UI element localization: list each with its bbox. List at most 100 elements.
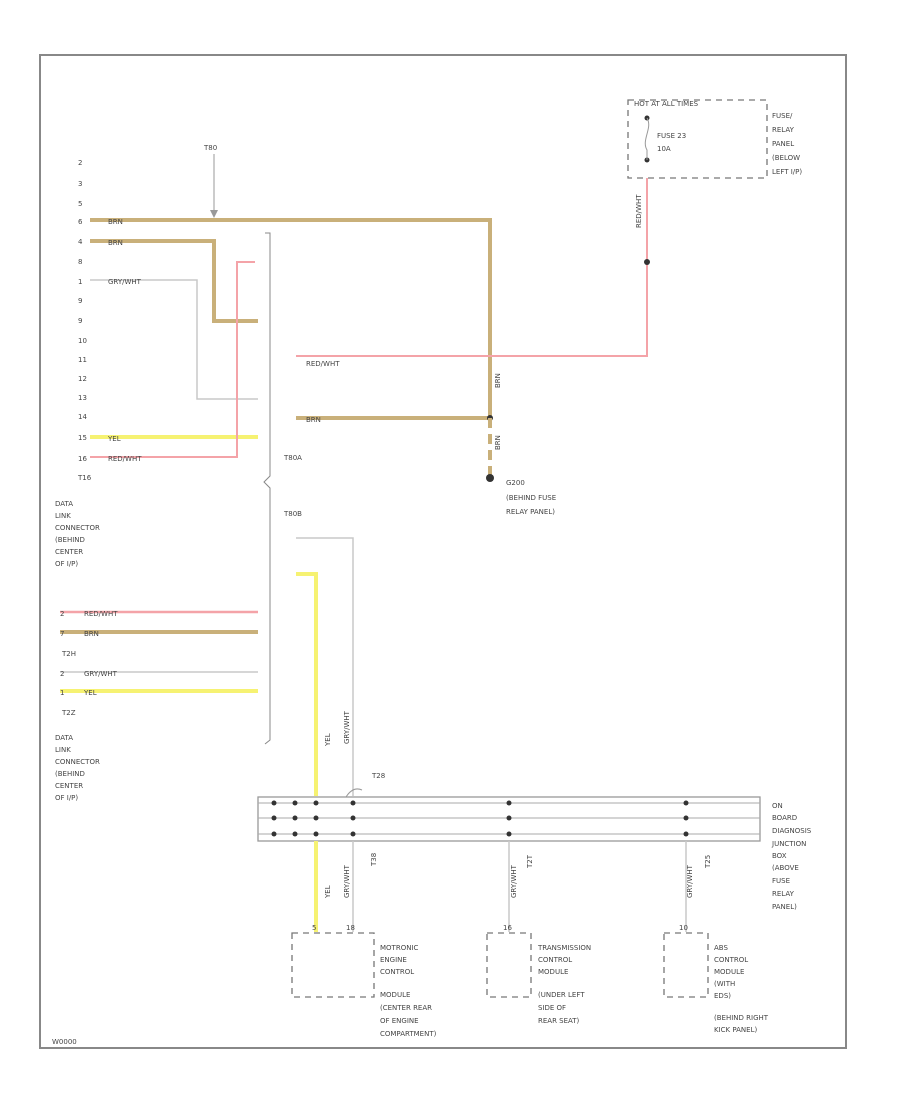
pin-number: 8 [78,258,82,266]
module-abs-outline [663,932,709,998]
description-line: CENTER [55,548,83,556]
fuse-symbol [644,117,650,160]
description-line: CONTROL [380,968,414,976]
description-line: KICK PANEL) [714,1026,757,1034]
wire-gry-pin1 [90,279,258,400]
pin-number: 7 [60,630,64,638]
bracket-label-t80b: T80B [283,510,302,518]
description-line: CONNECTOR [55,758,100,766]
wire-label-yel-vertical: YEL [324,885,332,899]
description-line: (UNDER LEFT [538,991,585,999]
fuse-label: FUSE 23 [657,132,686,140]
description-line: (BEHIND RIGHT [714,1014,769,1022]
description-line: DIAGNOSIS [772,827,812,835]
pin-number: 2 [60,670,64,678]
wire-label-gry-wht: GRY/WHT [84,670,118,678]
description-line: DATA [55,500,73,508]
description-line: ON [772,802,783,810]
description-line: TRANSMISSION [537,944,591,952]
module-abs-description: ABS CONTROL MODULE (WITH EDS) (BEHIND RI… [714,944,769,1034]
pin-number: 6 [78,218,83,226]
junction-dot [683,800,689,806]
description-line: CENTER [55,782,83,790]
pin-number: 1 [60,689,64,697]
description-line: CONNECTOR [55,524,100,532]
pin-number: 14 [78,413,87,421]
wire-label-brn: BRN [108,218,123,226]
module-motronic-description: MOTRONIC ENGINE CONTROL MODULE (CENTER R… [380,944,437,1038]
description-line: ENGINE [380,956,407,964]
description-line: FUSE/ [772,112,793,120]
wire-gry-vertical [296,537,354,796]
wire-label-red-wht: RED/WHT [306,360,340,368]
ground-label: G200 [506,479,525,487]
pin-number: 11 [78,356,87,364]
junction-dot [350,831,356,837]
junction-dot [292,815,298,821]
description-line: REAR SEAT) [538,1017,580,1025]
pin-number: 15 [78,434,87,442]
description-line: MOTRONIC [380,944,418,952]
description-line: JUNCTION [771,840,806,848]
description-line: BOX [772,852,787,860]
junction-dot [313,831,319,837]
lower-connector-description: DATA LINK CONNECTOR (BEHIND CENTER OF I/… [55,734,100,802]
wire-label-yel: YEL [107,435,121,443]
wire-label-gry-wht: GRY/WHT [108,278,142,286]
module-transmission-description: TRANSMISSION CONTROL MODULE (UNDER LEFT … [537,944,591,1025]
description-line: EDS) [714,992,731,1000]
description-line: LINK [55,512,71,520]
description-line: SIDE OF [538,1004,566,1012]
top-connector-description: DATA LINK CONNECTOR (BEHIND CENTER OF I/… [55,500,100,568]
module-transmission-outline [486,932,532,998]
wire-label-red-wht-vertical: RED/WHT [635,194,643,228]
pin-number: 10 [78,337,87,345]
branch-arrow-head [210,210,218,218]
wire-label-gry-wht-vertical: GRY/WHT [510,864,518,898]
pin-number: 2 [78,159,82,167]
junction-dot [683,831,689,837]
bracket-line [263,232,271,745]
splice-dot [644,259,650,265]
fuse-box-outline [627,99,768,179]
junction-dot [271,800,277,806]
junction-dot [506,800,512,806]
junction-dot [271,815,277,821]
junction-dot [350,815,356,821]
fuse-rating: 10A [657,145,671,153]
module-connector-id: T25 [704,855,712,869]
description-line: OF I/P) [55,794,78,802]
description-line: ABS [714,944,728,952]
pin-number: 1 [78,278,82,286]
pin-number: 16 [78,455,87,463]
description-line: LINK [55,746,71,754]
junction-dot [350,800,356,806]
description-line: PANEL) [772,903,797,911]
junction-box-description: ON BOARD DIAGNOSIS JUNCTION BOX (ABOVE F… [771,802,812,911]
description-line: RELAY [772,890,795,898]
junction-dot [271,831,277,837]
description-line: (WITH [714,980,735,988]
junction-box-dots [271,800,689,837]
description-line: DATA [55,734,73,742]
bracket-label-t80a: T80A [283,454,302,462]
wire-label-gry-wht-vertical: GRY/WHT [343,710,351,744]
wire-label-yel: YEL [83,689,97,697]
top-connector-pins: 2 3 5 6 4 8 1 9 9 10 11 12 13 14 15 16 [78,159,87,463]
description-line: MODULE [714,968,744,976]
diagram-frame [39,54,847,1049]
connector-id-t2z: T2Z [61,709,76,717]
description-line: PANEL [772,140,794,148]
ground-description: (BEHIND FUSE [506,494,556,502]
branch-label-t80: T80 [203,144,217,152]
connector-id-t16: T16 [77,474,92,482]
ground-description: RELAY PANEL) [506,508,555,516]
wire-label-yel-vertical: YEL [324,733,332,747]
description-line: RELAY [772,126,795,134]
wire-label-brn: BRN [108,239,123,247]
junction-dot [292,831,298,837]
module-pin: 16 [503,924,512,932]
description-line: (ABOVE [772,864,799,872]
module-motronic-outline [291,932,375,998]
connector-pin-arc [345,788,363,798]
